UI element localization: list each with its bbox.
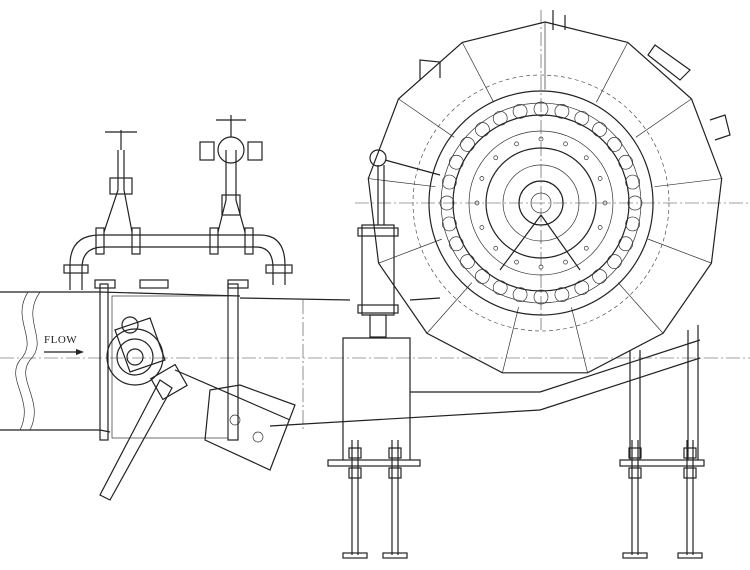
- fan-housing: [367, 10, 731, 374]
- anchor-bolts: [342, 440, 703, 559]
- damper-mechanism: [99, 316, 296, 501]
- inlet-pipe: [0, 291, 100, 431]
- actuator-cylinder: [357, 149, 441, 338]
- valve-piping: [63, 115, 293, 290]
- support-stands: [327, 325, 705, 467]
- flow-label: FLOW: [44, 334, 78, 346]
- transition-duct: [99, 283, 701, 441]
- centerlines: [0, 10, 750, 430]
